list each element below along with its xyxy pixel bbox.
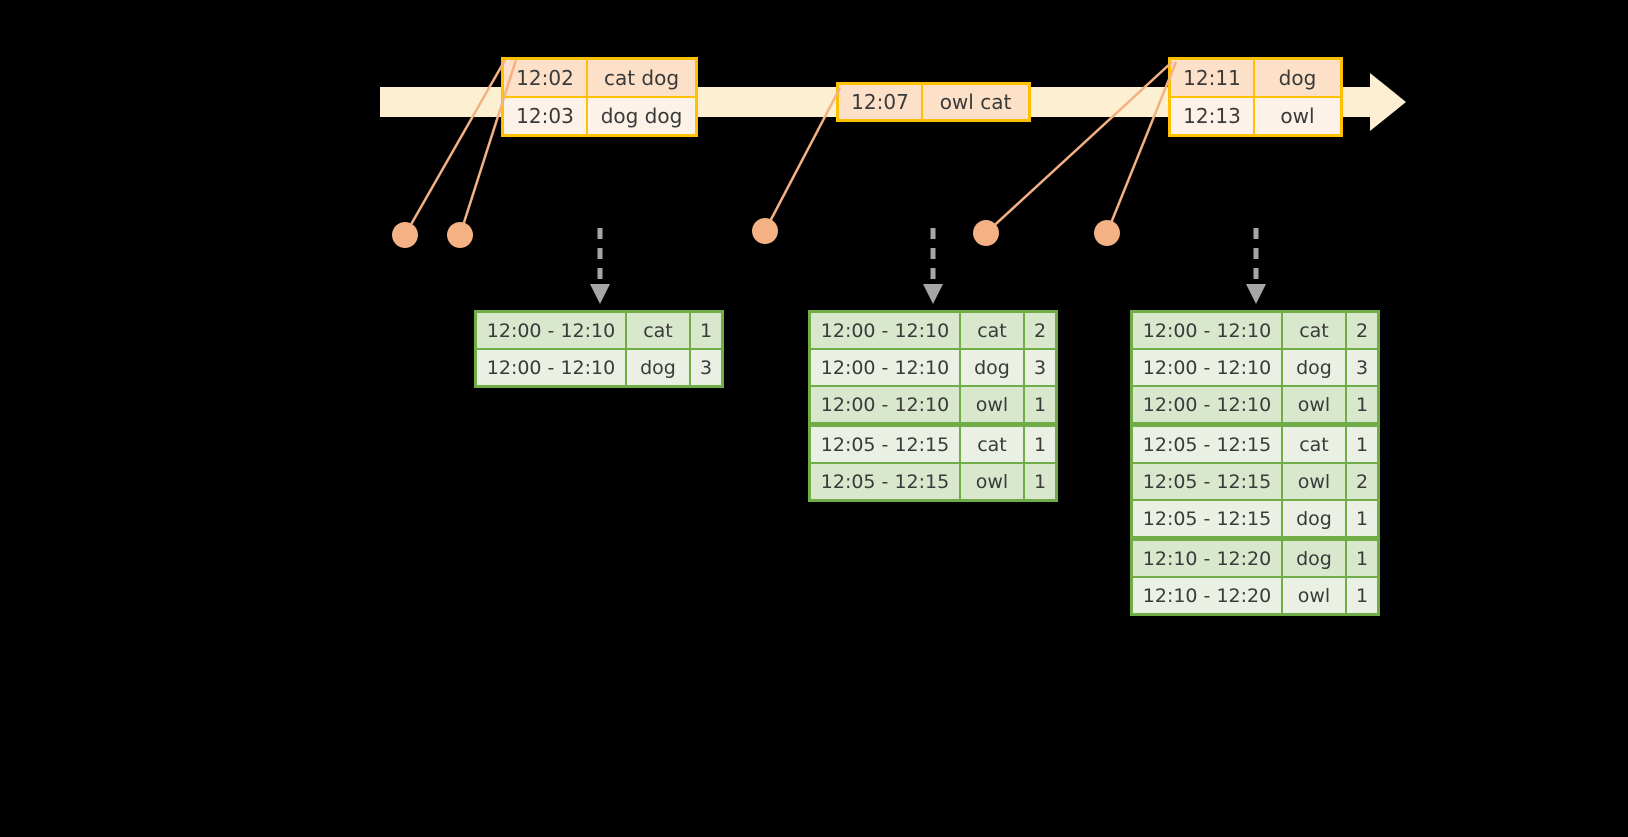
cell-window: 12:05 - 12:15 <box>1133 464 1281 499</box>
cell-count: 2 <box>1025 313 1055 348</box>
cell-count: 3 <box>1025 350 1055 385</box>
timeline-arrowhead-icon <box>1370 73 1406 131</box>
cell-count: 1 <box>1347 427 1377 462</box>
cell-window: 12:05 - 12:15 <box>811 427 959 462</box>
event-payload: dog <box>1255 60 1340 96</box>
connector-dot-5 <box>1094 220 1120 246</box>
cell-count: 2 <box>1347 313 1377 348</box>
cell-count: 1 <box>1347 578 1377 613</box>
cell-count: 1 <box>1025 387 1055 422</box>
connector-dot-3 <box>752 218 778 244</box>
cell-window: 12:05 - 12:15 <box>1133 427 1281 462</box>
cell-window: 12:05 - 12:15 <box>1133 501 1281 536</box>
cell-key: cat <box>627 313 689 348</box>
cell-count: 1 <box>1025 427 1055 462</box>
cell-key: owl <box>1283 387 1345 422</box>
cell-window: 12:00 - 12:10 <box>811 350 959 385</box>
cell-window: 12:00 - 12:10 <box>1133 350 1281 385</box>
cell-key: owl <box>961 464 1023 499</box>
event-payload: cat dog <box>588 60 695 96</box>
cell-window: 12:00 - 12:10 <box>477 350 625 385</box>
down-arrow-1 <box>588 228 612 308</box>
cell-count: 1 <box>1025 464 1055 499</box>
cell-count: 1 <box>1347 501 1377 536</box>
cell-key: dog <box>961 350 1023 385</box>
cell-window: 12:10 - 12:20 <box>1133 578 1281 613</box>
connector-dot-4 <box>973 220 999 246</box>
cell-count: 1 <box>691 313 721 348</box>
cell-key: cat <box>1283 313 1345 348</box>
cell-key: owl <box>961 387 1023 422</box>
cell-window: 12:10 - 12:20 <box>1133 541 1281 576</box>
connector-dot-2 <box>447 222 473 248</box>
event-time: 12:07 <box>839 85 923 119</box>
connector-dot-1 <box>392 222 418 248</box>
cell-key: cat <box>1283 427 1345 462</box>
down-arrow-3 <box>1244 228 1268 308</box>
cell-key: dog <box>1283 501 1345 536</box>
cell-count: 1 <box>1347 387 1377 422</box>
cell-window: 12:00 - 12:10 <box>1133 313 1281 348</box>
event-payload: owl <box>1255 98 1340 134</box>
cell-key: cat <box>961 313 1023 348</box>
event-time: 12:02 <box>504 60 588 96</box>
event-payload: owl cat <box>923 85 1028 119</box>
event-time: 12:13 <box>1171 98 1255 134</box>
cell-key: cat <box>961 427 1023 462</box>
cell-window: 12:00 - 12:10 <box>1133 387 1281 422</box>
event-time: 12:03 <box>504 98 588 134</box>
event-time: 12:11 <box>1171 60 1255 96</box>
down-arrow-2 <box>921 228 945 308</box>
cell-key: owl <box>1283 464 1345 499</box>
cell-window: 12:05 - 12:15 <box>811 464 959 499</box>
cell-count: 3 <box>1347 350 1377 385</box>
cell-key: dog <box>627 350 689 385</box>
cell-window: 12:00 - 12:10 <box>811 387 959 422</box>
cell-count: 3 <box>691 350 721 385</box>
cell-key: dog <box>1283 350 1345 385</box>
cell-window: 12:00 - 12:10 <box>811 313 959 348</box>
event-payload: dog dog <box>588 98 695 134</box>
cell-key: owl <box>1283 578 1345 613</box>
cell-key: dog <box>1283 541 1345 576</box>
cell-count: 2 <box>1347 464 1377 499</box>
cell-count: 1 <box>1347 541 1377 576</box>
cell-window: 12:00 - 12:10 <box>477 313 625 348</box>
